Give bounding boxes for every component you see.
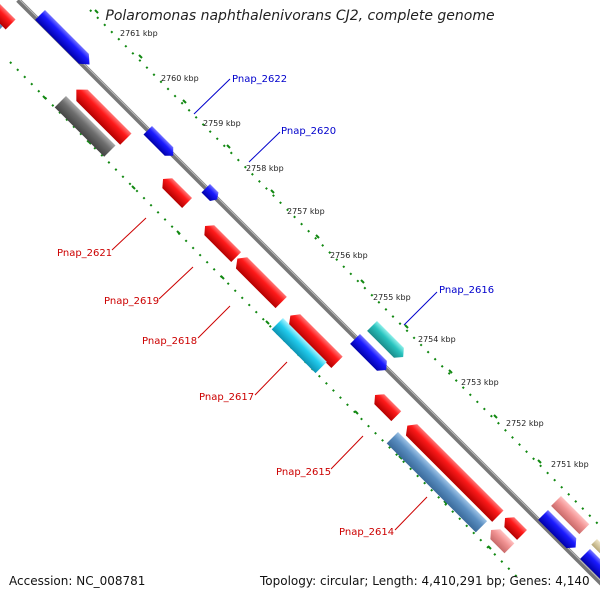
- scale-ticks: [94, 9, 542, 464]
- kbp-label: 2760 kbp: [161, 74, 199, 83]
- gene-label[interactable]: Pnap_2616: [439, 285, 494, 296]
- kbp-label: 2758 kbp: [246, 164, 284, 173]
- gene-label[interactable]: Pnap_2619: [104, 296, 159, 307]
- reverse-genes: [0, 4, 527, 554]
- gene-arrow[interactable]: [0, 4, 16, 30]
- gene-arrow[interactable]: [200, 221, 242, 263]
- kbp-label: 2752 kbp: [506, 419, 544, 428]
- gene-label[interactable]: Pnap_2614: [339, 527, 394, 538]
- accession-text: Accession: NC_008781: [9, 574, 146, 588]
- kbp-label: 2754 kbp: [418, 335, 456, 344]
- gene-label[interactable]: Pnap_2618: [142, 336, 197, 347]
- gene-arrow[interactable]: [500, 513, 527, 540]
- gene-arrow[interactable]: [54, 96, 116, 157]
- gene-arrow[interactable]: [538, 510, 580, 552]
- kbp-label: 2755 kbp: [373, 293, 411, 302]
- gene-arrow[interactable]: [386, 432, 488, 533]
- kbp-label: 2757 kbp: [287, 207, 325, 216]
- reverse-leaders: [111, 217, 428, 531]
- reverse-gene-labels: Pnap_2621 Pnap_2619 Pnap_2618 Pnap_2617 …: [57, 248, 394, 538]
- kbp-label: 2756 kbp: [330, 251, 368, 260]
- gene-arrow[interactable]: [370, 390, 402, 422]
- gene-arrow[interactable]: [143, 126, 178, 160]
- gene-label[interactable]: Pnap_2622: [232, 74, 287, 85]
- gene-arrow[interactable]: [402, 420, 504, 522]
- reverse-dotted-track: [9, 61, 521, 581]
- gene-arrow[interactable]: [350, 334, 391, 375]
- forward-genes: [0, 8, 600, 584]
- gene-arrow[interactable]: [551, 496, 590, 535]
- forward-gene-labels: Pnap_2622 Pnap_2620 Pnap_2616: [232, 74, 494, 296]
- gene-label[interactable]: Pnap_2615: [276, 467, 331, 478]
- forward-leaders: [193, 78, 438, 326]
- topology-text: Topology: circular; Length: 4,410,291 bp…: [260, 574, 590, 588]
- gene-arrow[interactable]: [591, 539, 600, 554]
- kbp-labels: 2761 kbp 2760 kbp 2759 kbp 2758 kbp 2757…: [120, 29, 589, 469]
- genome-backbone: [16, 0, 600, 586]
- kbp-label: 2761 kbp: [120, 29, 158, 38]
- gene-arrow[interactable]: [486, 525, 515, 554]
- map-title: Polaromonas naphthalenivorans CJ2, compl…: [105, 8, 495, 24]
- gene-arrow[interactable]: [71, 84, 132, 145]
- gene-arrow[interactable]: [232, 253, 287, 309]
- gene-arrow[interactable]: [271, 318, 327, 374]
- gene-arrow[interactable]: [580, 549, 600, 584]
- gene-label[interactable]: Pnap_2621: [57, 248, 112, 259]
- kbp-label: 2751 kbp: [551, 460, 589, 469]
- genome-backbone-highlight: [19, 0, 600, 581]
- gene-arrow[interactable]: [285, 310, 343, 368]
- gene-label[interactable]: Pnap_2617: [199, 392, 254, 403]
- forward-dotted-track: [89, 9, 600, 527]
- gene-arrow[interactable]: [158, 174, 193, 208]
- gene-arrow[interactable]: [367, 321, 408, 362]
- kbp-label: 2753 kbp: [461, 378, 499, 387]
- gene-label[interactable]: Pnap_2620: [281, 126, 336, 137]
- kbp-label: 2759 kbp: [203, 119, 241, 128]
- gene-arrow[interactable]: [35, 10, 94, 69]
